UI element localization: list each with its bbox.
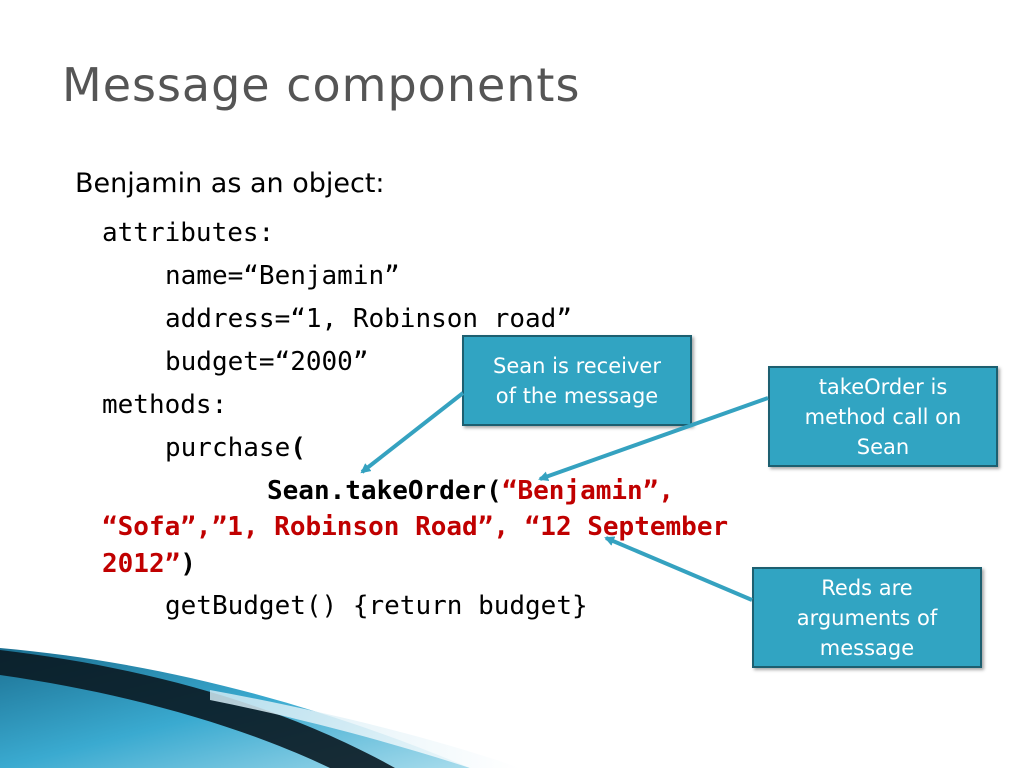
callout-receiver-line2: of the message [495,383,659,408]
callout-receiver: Sean is receiver of the message [462,335,692,426]
argument-line-3: 2012”) [102,549,196,579]
argument-date-year: 2012” [102,549,181,579]
callout-method-line3: Sean [856,434,910,459]
purchase-open-paren: ( [290,433,306,463]
attribute-address: address=“1, Robinson road” [165,304,572,334]
callout-arguments-line1: Reds are [821,575,913,600]
callout-method-line2: method call on [804,404,962,429]
arrow-method [538,396,769,482]
call-target: Sean.takeOrder( [267,476,502,506]
callout-receiver-line1: Sean is receiver [493,353,661,378]
methods-label: methods: [102,390,228,420]
attribute-name: name=“Benjamin” [165,261,400,291]
message-call-line: Sean.takeOrder(“Benjamin”, [267,476,674,506]
callout-arguments-line2: arguments of [796,605,938,630]
slide-title: Message components [62,58,581,112]
method-getbudget: getBudget() {return budget} [165,591,588,621]
method-purchase: purchase( [165,433,306,463]
argument-line-2: “Sofa”,”1, Robinson Road”, “12 September [102,512,729,542]
call-close-paren: ) [180,549,196,579]
callout-method: takeOrder is method call on Sean [768,366,998,467]
argument-benjamin: “Benjamin”, [501,476,674,506]
callout-method-line1: takeOrder is [818,374,948,399]
attribute-budget: budget=“2000” [165,347,369,377]
purchase-name: purchase [165,433,291,463]
callout-arguments: Reds are arguments of message [752,567,982,668]
object-heading: Benjamin as an object: [75,168,385,199]
attributes-label: attributes: [102,218,275,248]
callout-arguments-line3: message [819,635,915,660]
arrow-arguments [604,536,753,602]
arrow-receiver [360,391,465,474]
